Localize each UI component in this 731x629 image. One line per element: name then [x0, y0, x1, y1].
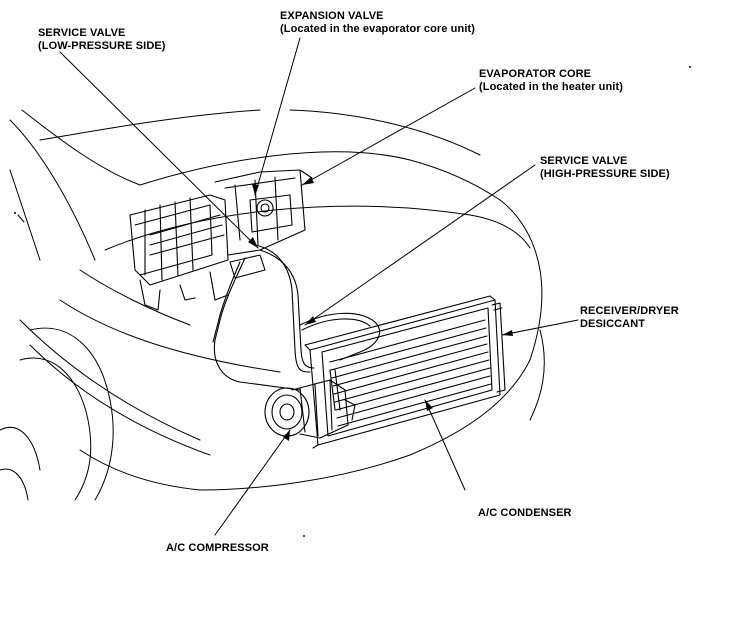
label-service-valve-low-line1: SERVICE VALVE: [38, 27, 126, 39]
label-evaporator-core-line1: EVAPORATOR CORE: [479, 68, 592, 80]
leader-ac-condenser: [424, 399, 466, 491]
leader-expansion-valve: [254, 37, 301, 196]
arrowhead: [502, 330, 513, 336]
label-receiver-dryer: RECEIVER/DRYER DESICCANT: [580, 305, 679, 330]
leader-receiver-dryer: [501, 319, 579, 336]
refrigerant-lines: [212, 244, 380, 411]
car-body: [0, 109, 545, 501]
label-ac-compressor: A/C COMPRESSOR: [166, 542, 269, 555]
arrowhead: [302, 177, 314, 185]
label-ac-condenser: A/C CONDENSER: [478, 507, 572, 520]
label-service-valve-high-line2: (HIGH-PRESSURE SIDE): [540, 167, 670, 180]
specks: [14, 66, 691, 537]
label-evaporator-core: EVAPORATOR CORE (Located in the heater u…: [479, 68, 623, 93]
arrowheads: [248, 177, 513, 441]
leader-service-valve-high: [304, 164, 536, 326]
label-service-valve-high: SERVICE VALVE (HIGH-PRESSURE SIDE): [540, 155, 670, 180]
arrowhead: [283, 430, 290, 441]
label-expansion-valve: EXPANSION VALVE (Located in the evaporat…: [280, 10, 475, 35]
leader-lines: [59, 37, 579, 536]
label-service-valve-low-line2: (LOW-PRESSURE SIDE): [38, 39, 166, 52]
label-service-valve-low: SERVICE VALVE (LOW-PRESSURE SIDE): [38, 27, 166, 52]
arrowhead: [252, 184, 259, 195]
leader-evaporator-core: [301, 87, 476, 186]
leader-service-valve-low: [59, 51, 259, 249]
label-ac-compressor-text: A/C COMPRESSOR: [166, 542, 269, 554]
label-ac-condenser-text: A/C CONDENSER: [478, 507, 572, 519]
label-service-valve-high-line1: SERVICE VALVE: [540, 155, 628, 167]
arrowhead: [248, 237, 258, 248]
arrowhead: [305, 316, 316, 325]
compressor: [264, 379, 356, 439]
arrowhead: [425, 400, 433, 411]
label-expansion-valve-line1: EXPANSION VALVE: [280, 10, 384, 22]
leader-ac-compressor: [214, 429, 291, 536]
label-receiver-dryer-line1: RECEIVER/DRYER: [580, 305, 679, 317]
label-expansion-valve-line2: (Located in the evaporator core unit): [280, 22, 476, 35]
evaporator-heater-unit: [129, 169, 313, 311]
label-receiver-dryer-line2: DESICCANT: [580, 317, 646, 330]
condenser: [304, 295, 506, 449]
label-evaporator-core-line2: (Located in the heater unit): [479, 80, 623, 93]
